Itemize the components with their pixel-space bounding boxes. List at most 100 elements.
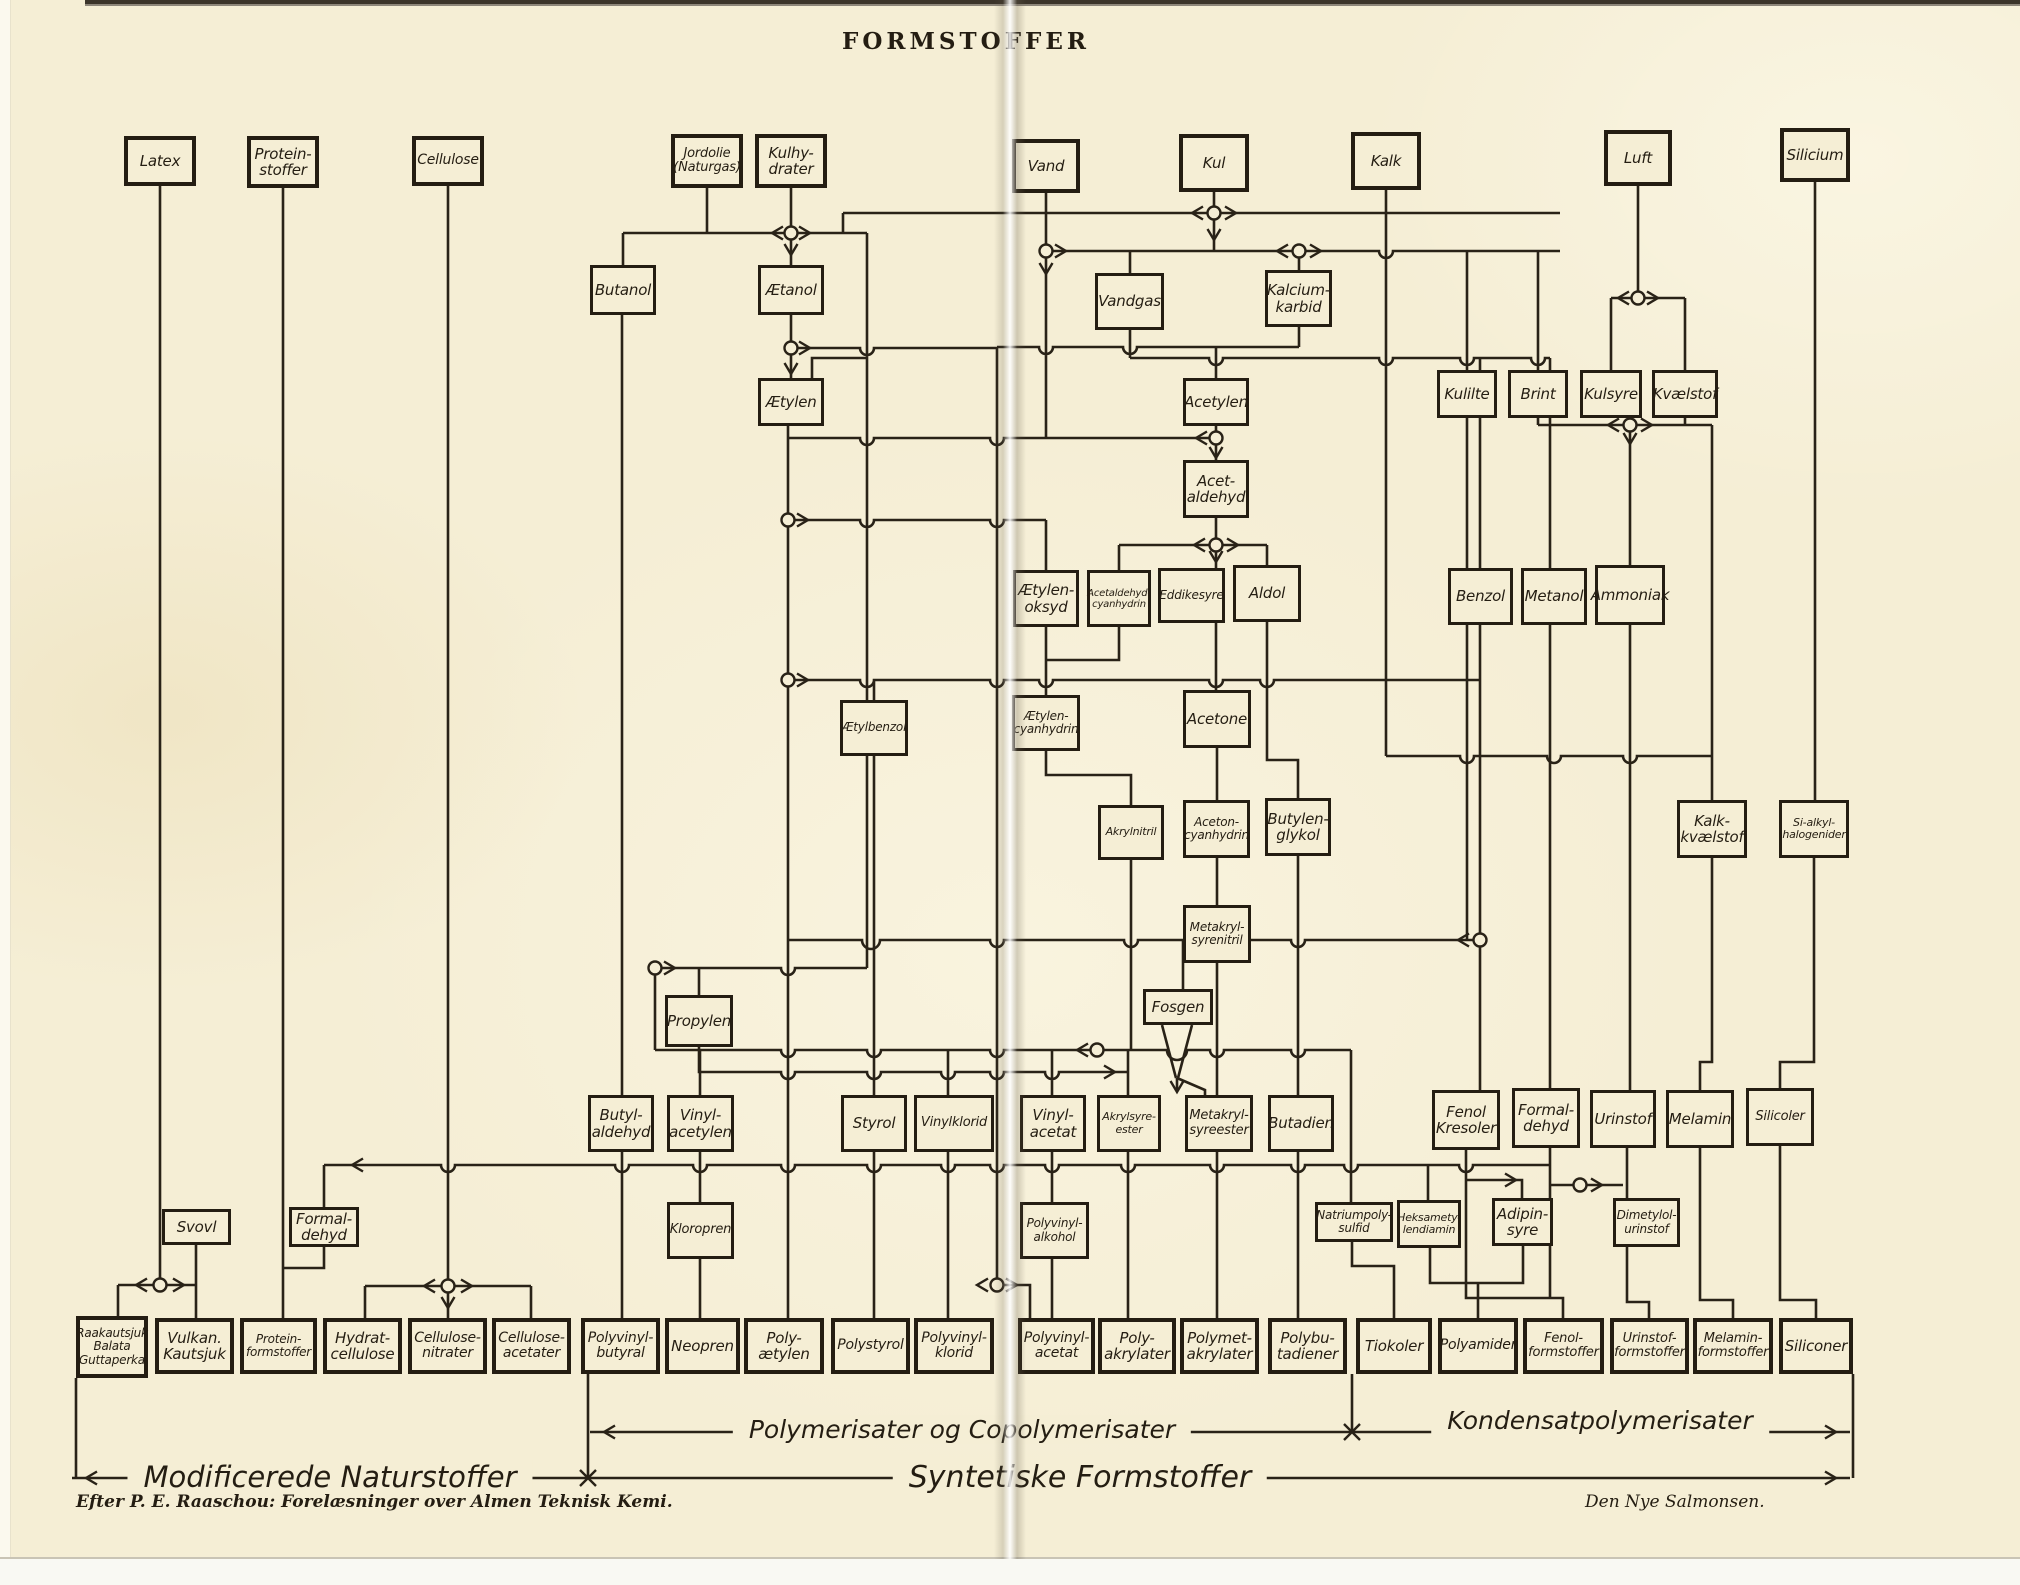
wire-fosgen-funnel xyxy=(1160,1024,1207,1095)
node-urinstof: Urinstof xyxy=(1590,1090,1656,1148)
arrow-ammoniak-junction xyxy=(1605,417,1655,447)
node-cellulose: Cellulose xyxy=(412,136,484,186)
cross-mark-left xyxy=(579,1469,597,1487)
node-styrol: Styrol xyxy=(841,1095,907,1152)
arrow-kulhydrater-junction xyxy=(769,225,813,258)
node-ammoniak: Ammoniak xyxy=(1591,565,1670,625)
arrow-bracket-kondensat xyxy=(1824,1424,1839,1440)
node-latex: Latex xyxy=(124,136,196,186)
node-polyvinylklorid: Polyvinyl- klorid xyxy=(914,1318,994,1374)
arrow-dimetylol-feed xyxy=(1590,1177,1605,1193)
node-butadien: Butadien xyxy=(1268,1095,1334,1152)
wire-coal-lime xyxy=(841,190,1712,1090)
node-heksametylendiamin: Heksamety- lendiamin xyxy=(1397,1200,1461,1248)
node-melaminformstoffer: Melamin- formstoffer xyxy=(1693,1318,1773,1374)
node-proteinformstoffer: Protein- formstoffer xyxy=(240,1318,317,1374)
node-urinstofformstoffer: Urinstof- formstoffer xyxy=(1610,1318,1689,1374)
node-adipinsyre: Adipin- syre xyxy=(1492,1198,1553,1246)
arrow-bracket-polymerisater xyxy=(601,1424,616,1440)
node-aldol: Aldol xyxy=(1233,565,1301,622)
junction-circles xyxy=(152,205,1646,1294)
arrow-aetylenoksyd-feed xyxy=(796,512,811,528)
node-polybutadiener: Polybu- tadiener xyxy=(1268,1318,1347,1374)
bracket-label-kondensat: Kondensatpolymerisater xyxy=(1431,1406,1769,1435)
node-svovl: Svovl xyxy=(162,1209,231,1245)
node-fenolformstoffer: Fenol- formstoffer xyxy=(1523,1318,1604,1374)
node-neopren: Neopren xyxy=(665,1318,740,1374)
node-kalciumkarbid: Kalcium- karbid xyxy=(1265,270,1332,327)
footer-source-credit: Efter P. E. Raaschou: Forelæsninger over… xyxy=(76,1492,673,1512)
node-formaldehyd-left: Formal- dehyd xyxy=(289,1207,359,1247)
node-fosgen: Fosgen xyxy=(1143,989,1213,1025)
node-polyaetylen: Poly- ætylen xyxy=(744,1318,824,1374)
page-title: FORMSTOFFER xyxy=(841,28,1091,55)
wire-oil-gas xyxy=(620,188,1480,1318)
node-aetylen: Ætylen xyxy=(758,378,824,426)
node-tiokoler: Tiokoler xyxy=(1356,1318,1432,1374)
node-vinylacetat: Vinyl- acetat xyxy=(1020,1095,1086,1152)
node-butylaldehyd: Butyl- aldehyd xyxy=(588,1095,654,1152)
node-hydratcellulose: Hydrat- cellulose xyxy=(323,1318,402,1374)
arrow-benzol-bus xyxy=(1455,932,1470,948)
arrow-cellulose-junction xyxy=(421,1278,475,1311)
arrow-monomer-bus xyxy=(1074,1042,1089,1058)
node-luft: Luft xyxy=(1604,130,1672,186)
node-eddikesyre: Eddikesyre xyxy=(1158,568,1225,623)
node-metakrylsyreester: Metakryl- syreester xyxy=(1185,1095,1253,1152)
node-kalk: Kalk xyxy=(1351,132,1421,190)
node-aetylbenzol: Ætylbenzol xyxy=(840,700,908,756)
node-polyvinylacetat: Polyvinyl- acetat xyxy=(1018,1318,1095,1374)
node-acetylen: Acetylen xyxy=(1183,378,1249,426)
node-siliconer: Siliconer xyxy=(1779,1318,1853,1374)
node-butanol: Butanol xyxy=(590,265,656,315)
node-polystyrol: Polystyrol xyxy=(831,1318,910,1374)
wire-condensation xyxy=(1349,182,1818,1318)
arrow-bracket-syntetiske xyxy=(1824,1470,1839,1486)
arrow-formaldehyd-west xyxy=(349,1157,364,1173)
node-kul: Kul xyxy=(1179,134,1249,192)
arrow-aetylbenzol-feed xyxy=(796,672,811,688)
wire-brackets xyxy=(72,1374,1855,1480)
node-kulhydrater: Kulhy- drater xyxy=(755,134,827,188)
bracket-label-modificerede: Modificerede Naturstoffer xyxy=(127,1460,533,1494)
node-formaldehyd-right: Formal- dehyd xyxy=(1512,1088,1580,1148)
bracket-label-syntetiske: Syntetiske Formstoffer xyxy=(892,1460,1268,1495)
node-cellulosenitrater: Cellulose- nitrater xyxy=(408,1318,487,1374)
arrow-bracket-modificerede xyxy=(83,1470,98,1486)
node-raakautsjuk: Raakautsjuk Balata Guttaperka xyxy=(76,1316,148,1378)
arrow-propylen-bus xyxy=(663,960,678,976)
arrow-adipin-feed xyxy=(1504,1172,1519,1188)
node-polyamider: Polyamider xyxy=(1438,1318,1518,1374)
node-celluloseacetater: Cellulose- acetater xyxy=(492,1318,571,1374)
arrow-kul-junction xyxy=(1189,205,1239,243)
node-kulsyre: Kulsyre xyxy=(1580,370,1642,418)
node-acetone: Acetone xyxy=(1183,690,1251,748)
arrow-karbid-junction xyxy=(1274,243,1324,259)
arrow-fosgen-out xyxy=(1169,1080,1185,1095)
bracket-label-polymerisater: Polymerisater og Copolymerisater xyxy=(732,1415,1192,1444)
node-kulilte: Kulilte xyxy=(1437,370,1497,418)
node-silicium: Silicium xyxy=(1780,128,1850,182)
node-acetoncyanhydrin: Aceton- cyanhydrin xyxy=(1183,800,1250,858)
page-top-edge xyxy=(85,0,2020,4)
node-dimetylolurinstof: Dimetylol- urinstof xyxy=(1613,1198,1680,1247)
node-vinylacetylen: Vinyl- acetylen xyxy=(667,1095,734,1152)
node-brint: Brint xyxy=(1508,370,1568,418)
node-akrylsyreester: Akrylsyre- ester xyxy=(1097,1095,1161,1152)
page-left-edge xyxy=(0,0,11,1585)
arrow-propylen-out xyxy=(1103,1064,1118,1080)
node-propylen: Propylen xyxy=(665,995,733,1047)
node-kloropren: Kloropren xyxy=(667,1202,734,1259)
node-vulkankautsjuk: Vulkan. Kautsjuk xyxy=(155,1318,234,1374)
arrow-aetanol-branch xyxy=(783,340,813,377)
node-metanol: Metanol xyxy=(1521,568,1587,625)
node-aetylencyanhydrin: Ætylen- cyanhydrin xyxy=(1012,695,1080,751)
cross-mark-right xyxy=(1343,1423,1361,1441)
node-jordolie: Jordolie (Naturgas) xyxy=(671,134,743,188)
node-acetaldehydcyanhydrin: Acetaldehyd- cyanhydrin xyxy=(1087,570,1151,627)
node-butylenglykol: Butylen- glykol xyxy=(1265,798,1331,856)
node-sialkylhalogenider: Si-alkyl- halogenider xyxy=(1779,800,1849,858)
node-vandgas: Vandgas xyxy=(1095,273,1164,330)
node-metakrylsyrenitril: Metakryl- syrenitril xyxy=(1183,905,1251,963)
